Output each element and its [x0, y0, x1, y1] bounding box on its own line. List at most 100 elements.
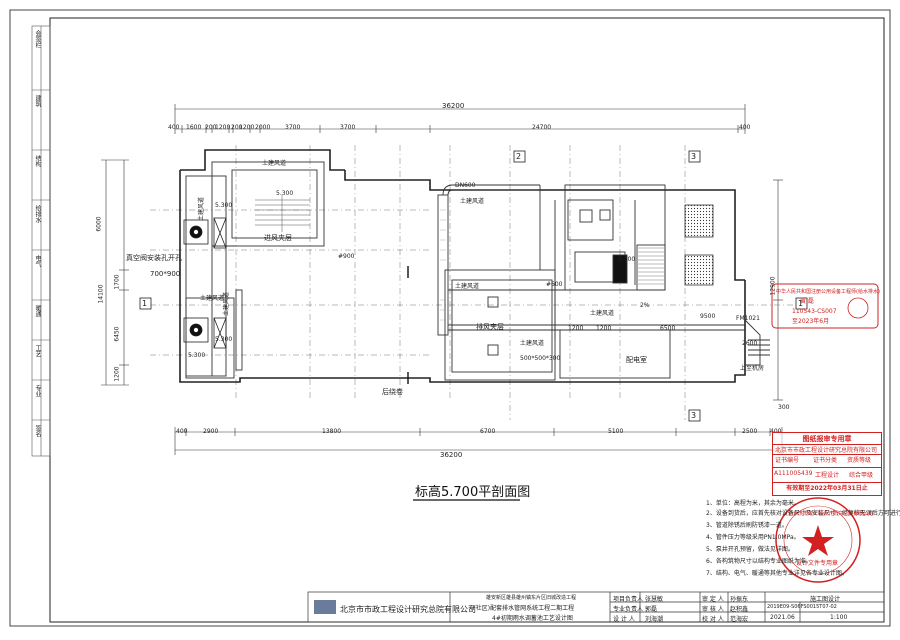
dim-bottom-seg: 5100	[608, 428, 624, 435]
strip-label: 给排水	[34, 205, 41, 223]
dim-right-seg: 1200	[596, 325, 612, 332]
dim-top-seg: 3700	[285, 124, 301, 131]
axis-2-top: 2	[516, 152, 522, 161]
duct-hatch	[440, 209, 446, 321]
project-line-3: 4#初期雨水调蓄池工艺设计图	[492, 615, 573, 622]
right-dimension-lines	[773, 179, 783, 401]
side-label: 后绕卷	[382, 388, 403, 396]
note-item: 2、设备到货后，应首先核对设备尺寸及安装尺寸，经复核无误后方可进行施工。	[706, 510, 900, 517]
dim-top-seg: 1200	[239, 124, 255, 131]
dim-left-seg: 1200	[113, 366, 121, 382]
role: 专业负责人	[613, 606, 644, 613]
duct-label: 土建风道	[520, 340, 545, 347]
right-tanks	[684, 204, 714, 286]
qual-stamp-cert: 110543-CS007	[792, 308, 837, 315]
reviewer: 校 对 人	[702, 616, 724, 623]
dim-right-seg: 9500	[700, 313, 716, 320]
stair-label: 上至机房	[740, 365, 765, 372]
note-item: 4、管件压力等级采用PN1.0MPa。	[706, 534, 800, 541]
strip-label: 专业	[34, 385, 41, 397]
stage-label: 施工图设计	[810, 596, 841, 603]
role-name: 郭磊	[645, 606, 658, 613]
sheet-border	[9, 9, 891, 627]
dim-right-seg: 1200	[568, 325, 584, 332]
dim-left-seg: 14100	[97, 284, 105, 304]
drawing-date: 2021.06	[770, 614, 795, 621]
grille-label: 500*500*300	[520, 355, 561, 362]
role-name: 张慧敏	[645, 596, 664, 603]
left-dimension-lines	[101, 159, 129, 386]
axis-3-top: 3	[691, 152, 697, 161]
axis-3-bottom: 3	[691, 411, 697, 420]
dim-right-seg: 2600	[742, 340, 758, 347]
review-stamp: 图纸报审专用章 北京市市政工程设计研究总院有限公司 证书编号 证书分类 资质等级…	[772, 432, 882, 496]
strip-label: 结构	[34, 155, 41, 167]
review-grade-label: 资质等级	[847, 457, 872, 464]
drawing-title: 标高5.700平剖面图	[415, 485, 531, 500]
review-stamp-labels: 证书编号 证书分类 资质等级	[773, 454, 881, 465]
dim-top-seg: 200	[231, 124, 243, 131]
room-label: 配电室	[626, 356, 647, 364]
drawing-number: 2019E09-S06FS0015T07-02	[767, 604, 837, 610]
review-stamp-org: 北京市市政工程设计研究总院有限公司	[773, 444, 881, 454]
dim-left-seg: 6000	[95, 216, 103, 232]
pipe-label: #600	[546, 281, 563, 288]
note-item: 6、各构筑物尺寸以结构专业图纸为准。	[706, 558, 812, 565]
note-item: 5、泵井开孔预留，做法见详图。	[706, 546, 794, 553]
dim-top-seg: 2000	[255, 124, 271, 131]
vacuum-valve-units	[183, 217, 227, 349]
role: 设 计 人	[613, 616, 635, 623]
lower-right-room	[559, 319, 770, 379]
strip-label: 建筑	[34, 95, 41, 107]
inlet-shaft-stair	[255, 195, 310, 232]
duct-label: 土建风道	[262, 160, 287, 167]
reviewer-name: 范海宏	[730, 616, 749, 623]
dim-bottom-seg: 13800	[322, 428, 342, 435]
title-block-frame	[307, 591, 885, 623]
review-class: 工程设计	[815, 472, 840, 479]
duct-label: 土建风道	[200, 295, 225, 302]
elev-label: 5.300	[276, 190, 294, 197]
note-item: 7、结构、电气、暖通等其他专业详见各专业设计图。	[706, 570, 848, 577]
strip-label: 会签栏	[34, 30, 41, 48]
exhaust-shaft-label: 排风夹层	[476, 323, 504, 331]
dim-top-seg: 200	[205, 124, 217, 131]
note-item: 1、单位：高程为米，其余为毫米。	[706, 500, 800, 507]
outer-walls	[179, 149, 746, 383]
dim-top-seg: 1600	[186, 124, 202, 131]
equipment-room	[564, 184, 666, 291]
top-dimension-lines	[174, 104, 746, 134]
equipment-grille	[638, 247, 664, 285]
elev-label: 5.300	[618, 256, 636, 263]
slope-label: 2%	[640, 302, 650, 309]
left-sign-strip	[31, 25, 51, 457]
left-rooms	[185, 161, 325, 379]
project-line-1: 雄安新区雄县雄州镇东片区旧城改造工程	[486, 595, 577, 601]
pipe-label: DN600	[455, 182, 476, 189]
bottom-dimension-lines	[174, 427, 783, 455]
dim-top-seg: 400	[739, 124, 751, 131]
strip-label: 工艺	[34, 345, 41, 357]
strip-label: 电气	[34, 255, 41, 267]
dim-left-seg: 1700	[113, 274, 121, 290]
door-label: FM1021	[736, 315, 760, 322]
dim-bottom-total: 36200	[440, 451, 463, 459]
review-cert-no: A111005439	[774, 470, 813, 477]
qual-stamp-line: 中华人民共和国注册公用设备工程师(给水排水)	[776, 289, 880, 295]
role-name: 刘海潮	[645, 616, 664, 623]
dim-left-seg: 6450	[113, 326, 121, 342]
axis-markers	[139, 150, 808, 422]
strip-label: 签名	[34, 425, 41, 437]
inlet-shaft-label: 进风夹层	[264, 234, 292, 242]
axis-1-right: 1	[798, 299, 804, 308]
project-line-2: (F社区)配套排水管网系统工程二期工程	[470, 605, 575, 612]
dim-bottom-seg: 6700	[480, 428, 496, 435]
dim-top-seg: 1200	[215, 124, 231, 131]
dim-top-total: 36200	[442, 102, 465, 110]
duct-label: 土建风道	[460, 198, 485, 205]
dim-bottom-seg: 2900	[203, 428, 219, 435]
strip-label: 暖通	[34, 305, 41, 317]
dim-top-seg: 24700	[532, 124, 552, 131]
vacuum-valve-label: 真空阀安装孔开孔	[126, 254, 182, 262]
